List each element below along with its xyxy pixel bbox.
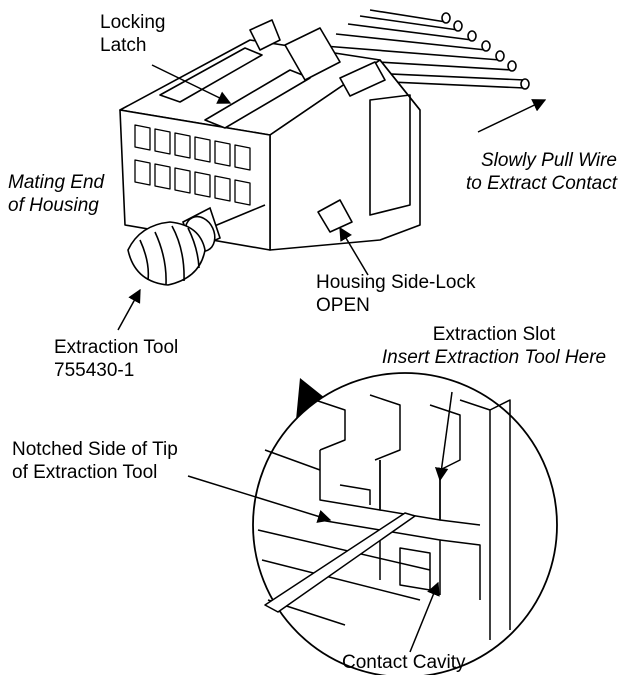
- label-extraction-slot: Extraction Slot Insert Extraction Tool H…: [381, 324, 607, 368]
- label-side-lock: Housing Side-Lock OPEN: [316, 272, 476, 316]
- detail-view: [252, 372, 558, 675]
- leader-side-lock: [339, 226, 369, 276]
- leader-locking-latch: [151, 64, 232, 104]
- connector-housing: [119, 9, 530, 251]
- label-extraction-tool: Extraction Tool 755430-1: [54, 337, 179, 381]
- leader-extraction-slot: [434, 391, 453, 482]
- label-mating-end: Mating End of Housing: [8, 172, 105, 216]
- extraction-tool: [127, 204, 266, 286]
- leader-contact-cavity: [409, 581, 440, 653]
- label-pull-wire: Slowly Pull Wire to Extract Contact: [465, 150, 617, 194]
- leader-pull-wire: [477, 99, 547, 133]
- leader-notched-side: [187, 475, 332, 523]
- label-locking-latch: Locking Latch: [100, 12, 166, 56]
- leader-lines: [117, 64, 547, 653]
- label-notched-side: Notched Side of Tip of Extraction Tool: [12, 439, 178, 483]
- leader-extraction-tool: [117, 288, 141, 331]
- label-contact-cavity: Contact Cavity: [342, 652, 466, 673]
- cavity-grid: [134, 124, 251, 206]
- side-lock-tab: [317, 199, 353, 233]
